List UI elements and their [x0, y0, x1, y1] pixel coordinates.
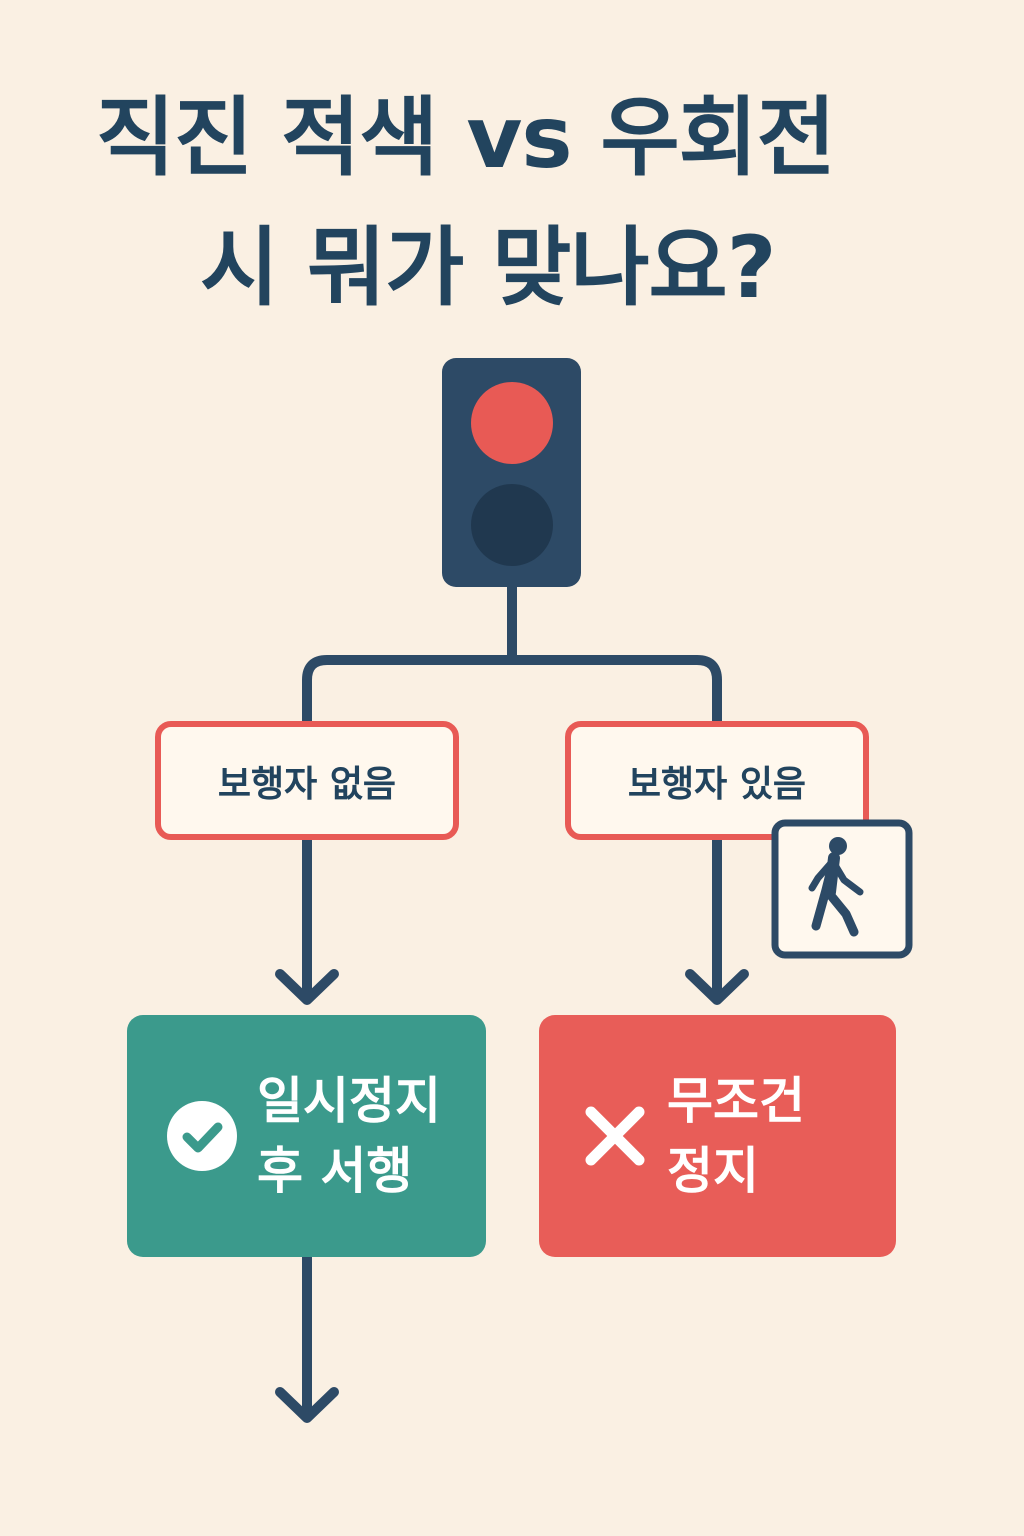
result-must-stop: 무조건 정지	[539, 1015, 896, 1257]
condition-no-pedestrian: 보행자 없음	[155, 721, 459, 840]
result-slow-after-stop: 일시정지 후 서행	[127, 1015, 486, 1257]
check-circle-icon	[167, 1101, 237, 1171]
x-icon	[583, 1104, 647, 1168]
pedestrian-icon	[771, 819, 913, 959]
result-left-line1: 일시정지	[257, 1072, 441, 1130]
off-light	[471, 484, 553, 566]
flow-connectors	[275, 582, 749, 1423]
traffic-light-icon	[442, 358, 581, 587]
result-left-text: 일시정지 후 서행	[257, 1066, 441, 1206]
red-light	[471, 382, 553, 464]
pedestrian-sign	[770, 818, 914, 960]
result-right-line1: 무조건	[667, 1072, 805, 1130]
title-line-1: 직진 적색 vs 우회전	[96, 88, 836, 188]
condition-pedestrian: 보행자 있음	[565, 721, 869, 840]
title-line-2: 시 뭐가 맞나요?	[200, 218, 777, 318]
result-right-line2: 정지	[667, 1142, 759, 1200]
result-right-text: 무조건 정지	[667, 1066, 805, 1206]
result-left-line2: 후 서행	[257, 1142, 413, 1200]
